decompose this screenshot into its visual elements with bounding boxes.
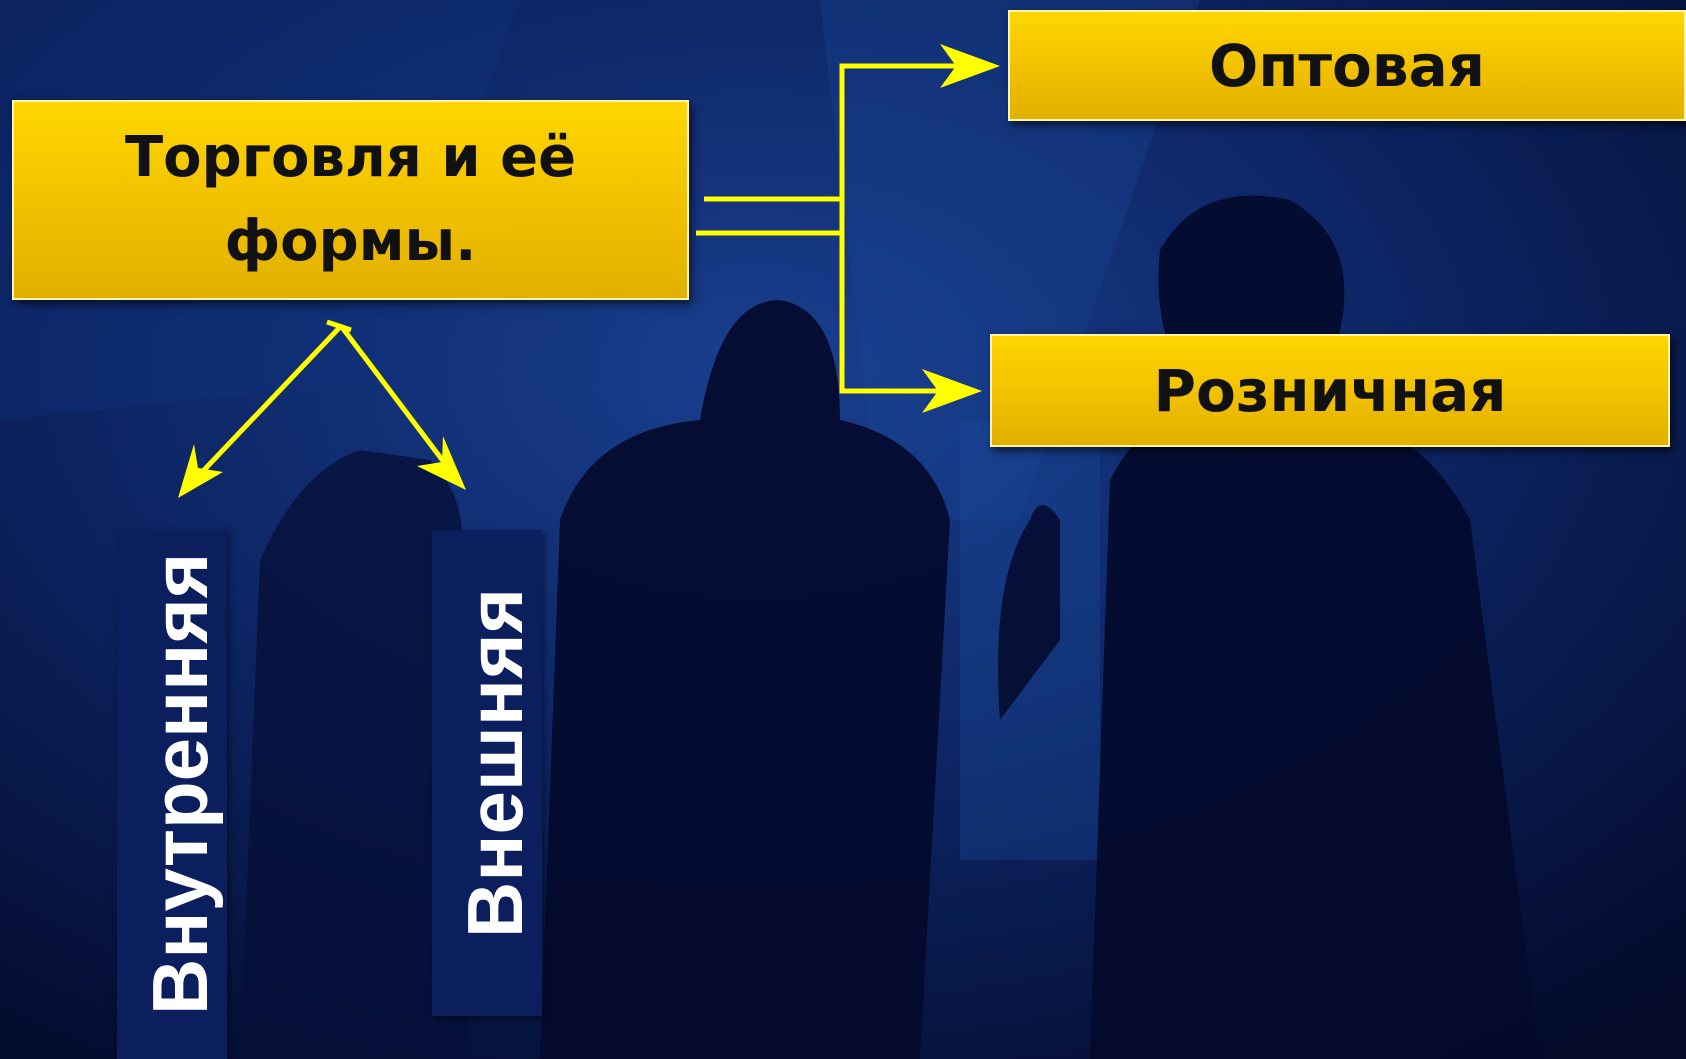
branch-label-retail: Розничная xyxy=(1153,356,1507,425)
branch-box-retail: Розничная xyxy=(990,334,1670,447)
branch-box-internal xyxy=(117,530,227,1059)
branch-label-external: Внешняя xyxy=(451,588,539,938)
branch-box-wholesale: Оптовая xyxy=(1008,10,1686,121)
root-node-label: Торговля и её формы. xyxy=(124,125,577,274)
branch-label-wholesale: Оптовая xyxy=(1209,31,1485,100)
branch-box-external xyxy=(432,530,542,1016)
branch-label-internal: Внутренняя xyxy=(136,552,224,1015)
root-node-box: Торговля и её формы. xyxy=(12,100,689,300)
